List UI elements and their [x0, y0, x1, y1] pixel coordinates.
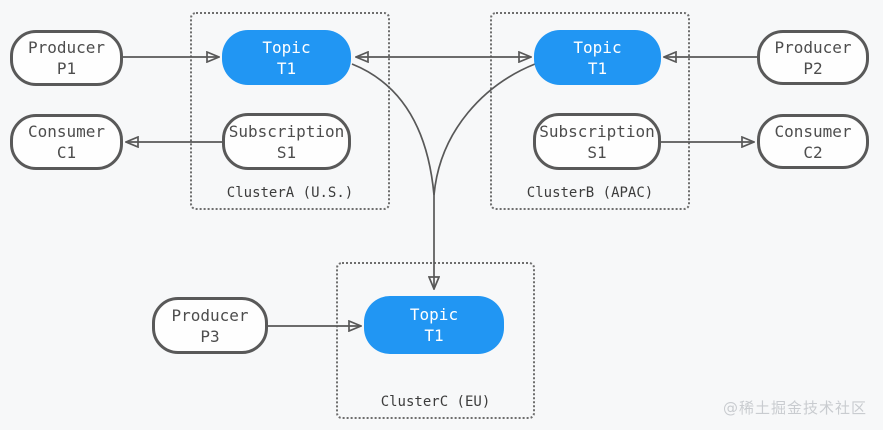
consumer-c2-id: C2	[803, 142, 823, 162]
topic-a-id: T1	[276, 58, 297, 78]
subscription-b-name: Subscription	[539, 121, 655, 141]
cluster-b-label: ClusterB (APAC)	[526, 185, 654, 201]
consumer-c1-node: Consumer C1	[10, 114, 123, 170]
producer-p3-id: P3	[200, 326, 220, 346]
topic-b-name: Topic	[573, 37, 622, 57]
topic-t1-cluster-a-node: Topic T1	[222, 30, 351, 85]
consumer-c1-name: Consumer	[27, 122, 106, 141]
cluster-c-box: ClusterC (EU)	[336, 262, 535, 419]
subscription-s1-cluster-a-node: Subscription S1	[222, 113, 351, 170]
subscription-a-id: S1	[276, 142, 297, 162]
topic-b-id: T1	[587, 58, 608, 78]
producer-p3-name: Producer	[171, 305, 249, 325]
topic-a-name: Topic	[262, 37, 311, 57]
producer-p2-id: P2	[803, 58, 823, 78]
subscription-b-id: S1	[587, 142, 607, 162]
producer-p1-id: P1	[56, 59, 77, 78]
cluster-a-label: ClusterA (U.S.)	[226, 185, 354, 201]
watermark-text: @稀土掘金技术社区	[722, 399, 867, 417]
producer-p3-node: Producer P3	[152, 297, 268, 354]
producer-p2-node: Producer P2	[757, 30, 869, 85]
consumer-c1-id: C1	[56, 143, 77, 162]
producer-p2-name: Producer	[774, 37, 852, 57]
consumer-c2-node: Consumer C2	[757, 114, 869, 169]
topic-c-id: T1	[424, 326, 444, 345]
cluster-c-label: ClusterC (EU)	[380, 394, 491, 410]
producer-p1-node: Producer P1	[10, 30, 123, 86]
subscription-s1-cluster-b-node: Subscription S1	[533, 113, 661, 170]
topic-c-name: Topic	[409, 305, 459, 324]
producer-p1-name: Producer	[27, 38, 106, 57]
consumer-c2-name: Consumer	[774, 121, 852, 141]
topic-t1-cluster-c-node: Topic T1	[364, 296, 504, 354]
subscription-a-name: Subscription	[228, 121, 345, 141]
topic-t1-cluster-b-node: Topic T1	[534, 30, 661, 85]
